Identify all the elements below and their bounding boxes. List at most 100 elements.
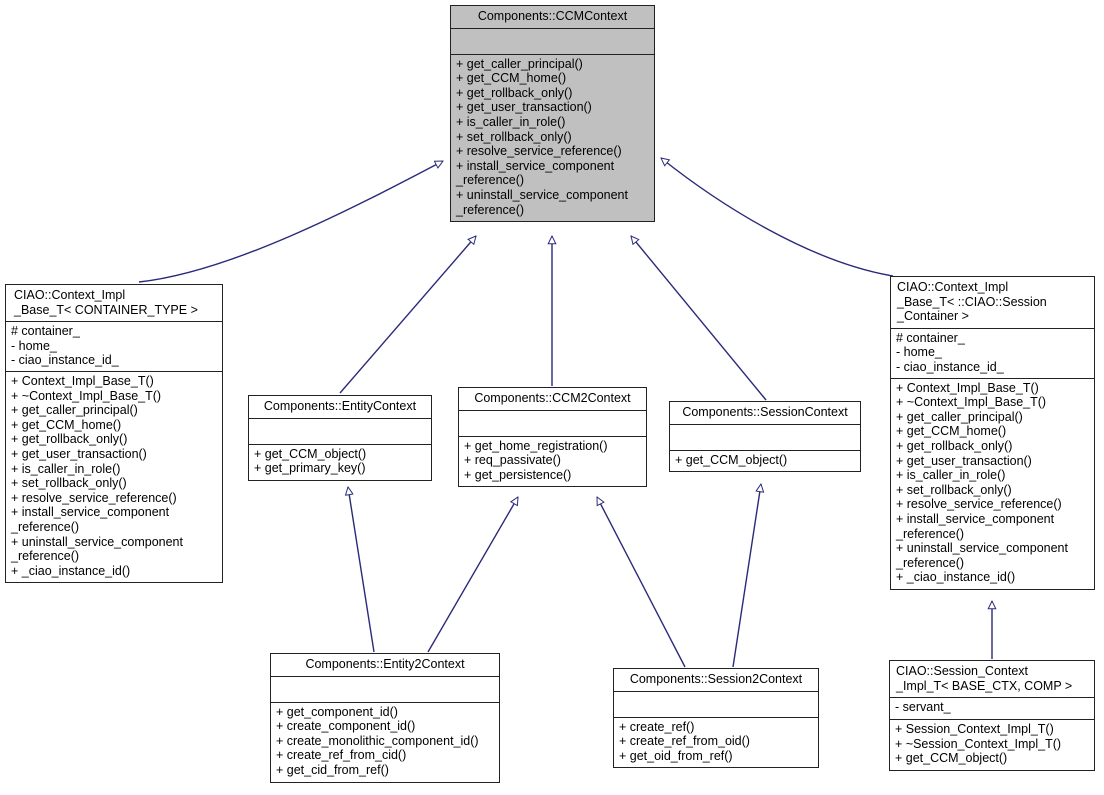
class-node-ctx-impl-base-session-container[interactable]: CIAO::Context_Impl _Base_T< ::CIAO::Sess…	[890, 276, 1095, 590]
edge-entity2context-to-entitycontext	[348, 487, 375, 653]
operations-compartment: + Context_Impl_Base_T() + ~Context_Impl_…	[6, 370, 222, 582]
edge-ctx-impl-base-container-type-to-ccmcontext	[138, 160, 443, 283]
operations-compartment: + get_caller_principal() + get_CCM_home(…	[451, 53, 654, 222]
operations-compartment: + get_component_id() + create_component_…	[271, 701, 499, 782]
edge-sessioncontext-to-ccmcontext	[631, 236, 767, 401]
operation: + is_caller_in_role()	[456, 114, 566, 129]
operation-cont: _reference()	[896, 555, 965, 570]
operation: + get_CCM_home()	[456, 71, 567, 86]
attribute: - ciao_instance_id_	[11, 353, 119, 368]
edge-session2context-to-sessioncontext	[732, 484, 761, 668]
attributes-compartment	[249, 417, 431, 444]
operation: + get_rollback_only()	[11, 432, 128, 447]
operation: + get_user_transaction()	[11, 446, 147, 461]
edge-entitycontext-to-ccmcontext	[339, 236, 476, 394]
operation: + is_caller_in_role()	[11, 461, 121, 476]
operation: + create_monolithic_component_id()	[276, 733, 479, 748]
operation: + get_oid_from_ref()	[619, 748, 733, 763]
class-node-ctx-impl-base-container-type[interactable]: CIAO::Context_Impl _Base_T< CONTAINER_TY…	[5, 284, 223, 584]
operations-compartment: + get_home_registration() + req_passivat…	[459, 435, 646, 487]
class-title: Components::Session2Context	[629, 672, 803, 686]
operation: + uninstall_service_component	[11, 534, 183, 549]
class-title: Components::Entity2Context	[305, 657, 465, 671]
operations-compartment: + Context_Impl_Base_T() + ~Context_Impl_…	[891, 377, 1094, 589]
class-node-session2context[interactable]: Components::Session2Context + create_ref…	[613, 668, 819, 769]
attributes-compartment: - servant_	[890, 697, 1094, 719]
operation: + create_ref()	[619, 719, 695, 734]
operation-cont: _reference()	[456, 202, 525, 217]
operation: + get_user_transaction()	[456, 100, 592, 115]
operation: + Context_Impl_Base_T()	[896, 380, 1039, 395]
operation: + ~Context_Impl_Base_T()	[896, 395, 1047, 410]
operation: + get_user_transaction()	[896, 453, 1032, 468]
class-node-ccm2context[interactable]: Components::CCM2Context + get_home_regis…	[458, 387, 647, 488]
attribute: - home_	[11, 338, 57, 353]
edge-session2context-to-ccm2context	[596, 497, 686, 668]
operation-cont: _reference()	[456, 173, 525, 188]
class-title: Components::SessionContext	[682, 405, 848, 419]
operation-cont: _reference()	[11, 519, 80, 534]
operation: + set_rollback_only()	[896, 482, 1012, 497]
operation: + install_service_component	[11, 505, 170, 520]
operation: + get_component_id()	[276, 704, 398, 719]
operation: + get_rollback_only()	[896, 438, 1013, 453]
class-node-entitycontext[interactable]: Components::EntityContext + get_CCM_obje…	[248, 395, 432, 481]
operation: + ~Session_Context_Impl_T()	[895, 736, 1062, 751]
class-title: Components::CCMContext	[477, 9, 628, 23]
operation: + get_home_registration()	[464, 438, 608, 453]
operations-compartment: + get_CCM_object()	[670, 449, 860, 472]
attributes-compartment	[451, 27, 654, 54]
attribute: - ciao_instance_id_	[896, 359, 1004, 374]
operation: + uninstall_service_component	[456, 187, 628, 202]
attribute: - home_	[896, 345, 942, 360]
attribute: - servant_	[895, 700, 951, 715]
operation: + is_caller_in_role()	[896, 468, 1006, 483]
operation-cont: _reference()	[896, 526, 965, 541]
attributes-compartment	[459, 409, 646, 436]
operation: + get_caller_principal()	[896, 409, 1023, 424]
class-node-session-context-impl-t[interactable]: CIAO::Session_Context _Impl_T< BASE_CTX,…	[889, 660, 1095, 771]
operation: + create_ref_from_oid()	[619, 734, 750, 749]
operation: + Session_Context_Impl_T()	[895, 722, 1054, 737]
operation: + uninstall_service_component	[896, 541, 1068, 556]
operation: + set_rollback_only()	[456, 129, 572, 144]
class-title: CIAO::Context_Impl _Base_T< ::CIAO::Sess…	[897, 280, 1047, 324]
operation: + create_component_id()	[276, 719, 416, 734]
operation: + Context_Impl_Base_T()	[11, 373, 154, 388]
operation: + set_rollback_only()	[11, 476, 127, 491]
operations-compartment: + Session_Context_Impl_T() + ~Session_Co…	[890, 719, 1094, 770]
class-title: Components::EntityContext	[263, 399, 417, 413]
operation: + get_persistence()	[464, 467, 572, 482]
class-node-sessioncontext[interactable]: Components::SessionContext + get_CCM_obj…	[669, 401, 861, 473]
operation: + get_CCM_object()	[254, 446, 367, 461]
operation: + req_passivate()	[464, 453, 561, 468]
operation: + get_rollback_only()	[456, 85, 573, 100]
class-node-entity2context[interactable]: Components::Entity2Context + get_compone…	[270, 653, 500, 783]
class-title: Components::CCM2Context	[474, 391, 631, 405]
attribute: # container_	[896, 330, 965, 345]
operation: + _ciao_instance_id()	[896, 570, 1016, 585]
attributes-compartment	[670, 423, 860, 450]
edge-entity2context-to-ccm2context	[427, 497, 519, 653]
operation: + install_service_component	[456, 158, 615, 173]
operation-cont: _reference()	[11, 549, 80, 564]
class-title: CIAO::Session_Context _Impl_T< BASE_CTX,…	[896, 664, 1073, 693]
operation: + install_service_component	[896, 511, 1055, 526]
class-node-ccmcontext[interactable]: Components::CCMContext + get_caller_prin…	[450, 5, 655, 223]
attributes-compartment	[271, 675, 499, 702]
edge-ctx-impl-base-session-container-to-ccmcontext	[661, 158, 894, 277]
class-title: CIAO::Context_Impl _Base_T< CONTAINER_TY…	[14, 288, 198, 317]
operations-compartment: + create_ref() + create_ref_from_oid() +…	[614, 716, 818, 768]
attribute: # container_	[11, 324, 80, 339]
operation: + get_CCM_home()	[896, 424, 1007, 439]
operation: + get_CCM_object()	[895, 751, 1008, 766]
operation: + get_CCM_object()	[675, 452, 788, 467]
operation: + resolve_service_reference()	[11, 490, 177, 505]
operation: + get_caller_principal()	[456, 56, 583, 71]
attributes-compartment: # container_ - home_ - ciao_instance_id_	[891, 327, 1094, 378]
attributes-compartment: # container_ - home_ - ciao_instance_id_	[6, 321, 222, 371]
attributes-compartment	[614, 690, 818, 717]
operation: + resolve_service_reference()	[896, 497, 1062, 512]
operation: + ~Context_Impl_Base_T()	[11, 388, 162, 403]
